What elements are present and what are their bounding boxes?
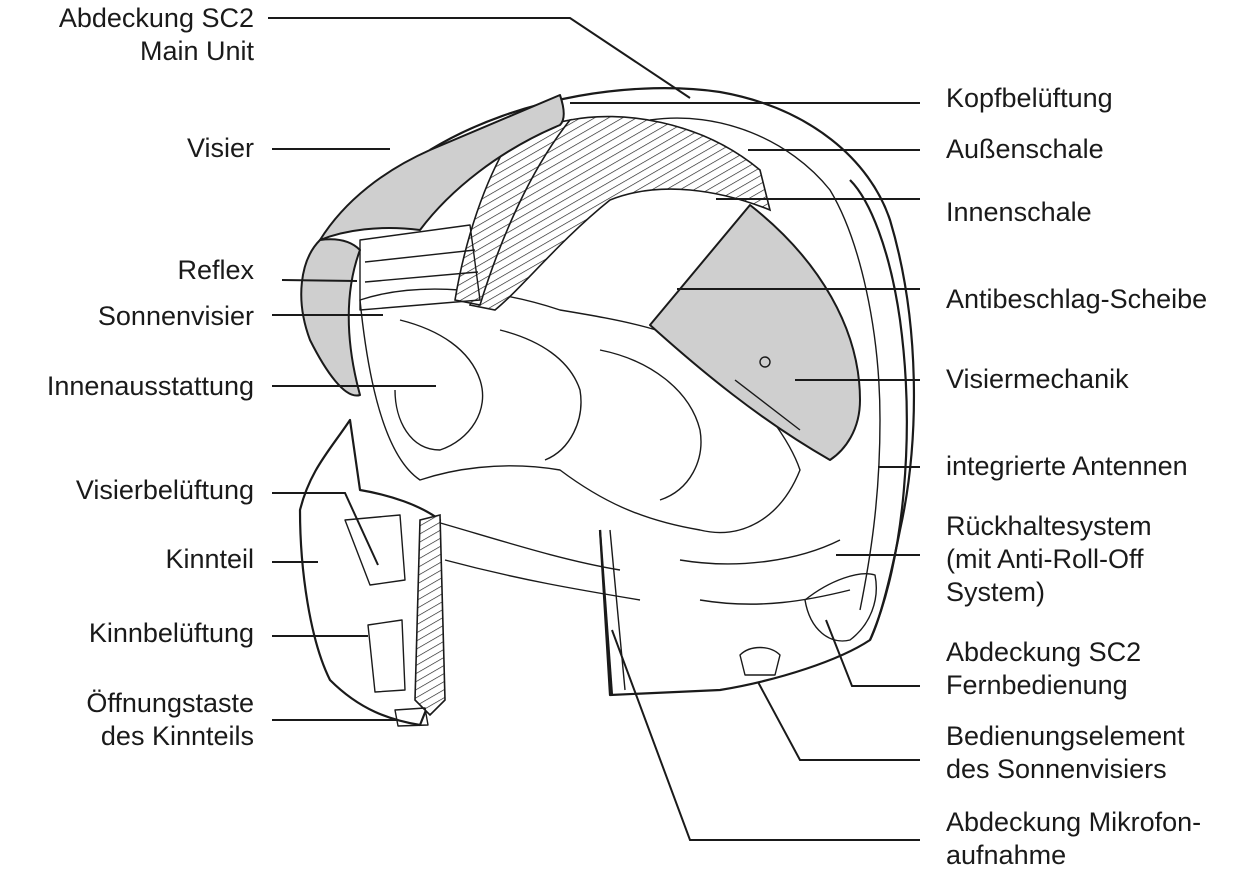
- label-abdeckung-mikrofonaufnahme: Abdeckung Mikrofon- aufnahme: [946, 806, 1201, 872]
- label-kinnteil: Kinnteil: [165, 543, 254, 576]
- padding-contour-3: [599, 349, 702, 501]
- label-line: Sonnenvisier: [97, 301, 254, 331]
- label-line: Visiermechanik: [946, 364, 1129, 394]
- label-line: Bedienungselement: [946, 721, 1185, 751]
- label-line: Abdeckung SC2: [58, 3, 254, 33]
- leader-abdeckung-mikrofonaufnahme: [611, 629, 920, 841]
- label-reflex: Reflex: [177, 254, 254, 287]
- label-line: Innenschale: [946, 197, 1092, 227]
- label-kinnbelueftung: Kinnbelüftung: [89, 617, 254, 650]
- padding-contour-6: [679, 539, 841, 565]
- label-line: Visierbelüftung: [75, 475, 254, 505]
- label-bedienungselement-sonnenvisier: Bedienungselement des Sonnenvisiers: [946, 720, 1185, 786]
- label-abdeckung-sc2-main-unit: Abdeckung SC2 Main Unit: [59, 2, 254, 68]
- leader-abdeckung-sc2-fernbedienung: [825, 619, 920, 687]
- label-visier: Visier: [187, 132, 254, 165]
- label-line: Kinnteil: [165, 544, 254, 574]
- outer-shell: [429, 87, 916, 697]
- sun-visor-control: [739, 646, 781, 676]
- leader-abdeckung-sc2-main-unit: [268, 17, 691, 99]
- label-line: Fernbedienung: [946, 670, 1128, 700]
- rear-cut-edge-2: [609, 529, 626, 691]
- chin-hatched: [414, 513, 446, 717]
- chin-vent: [367, 619, 406, 693]
- leader-visierbelueftung: [272, 492, 379, 566]
- label-line: Antibeschlag-Scheibe: [946, 284, 1208, 314]
- visor-shape: [319, 94, 565, 241]
- label-kopfbelueftung: Kopfbelüftung: [946, 82, 1113, 115]
- leader-lines-left: [268, 17, 691, 721]
- label-integrierte-antennen: integrierte Antennen: [946, 450, 1188, 483]
- label-line: Abdeckung SC2: [946, 637, 1142, 667]
- padding-contour-7: [699, 589, 851, 605]
- inner-opening: [359, 288, 801, 534]
- label-sonnenvisier: Sonnenvisier: [98, 300, 254, 333]
- label-line: des Kinnteils: [100, 721, 254, 751]
- leader-reflex: [281, 279, 358, 282]
- label-line: System): [946, 577, 1046, 607]
- label-line: Kopfbelüftung: [946, 83, 1113, 113]
- label-line: Kinnbelüftung: [88, 618, 254, 648]
- label-line: Visier: [186, 133, 254, 163]
- mechanism-text: [734, 379, 801, 431]
- label-line: aufnahme: [946, 840, 1067, 870]
- visor-front-lens: [300, 238, 361, 397]
- sun-visor-slats: [364, 249, 479, 283]
- shell-inner-edge: [649, 117, 881, 611]
- padding-contour-2: [499, 329, 582, 461]
- label-line: Reflex: [177, 255, 254, 285]
- padding-contour-1: [394, 319, 484, 451]
- label-innenausstattung: Innenausstattung: [47, 370, 254, 403]
- leader-lines-right: [570, 102, 920, 841]
- label-line: Innenausstattung: [46, 371, 254, 401]
- label-oeffnungstaste: Öffnungstaste des Kinnteils: [86, 687, 254, 753]
- padding-contour-4: [429, 519, 621, 571]
- label-line: Außenschale: [946, 134, 1104, 164]
- chin-guard: [298, 418, 442, 727]
- mechanism-screw: [759, 356, 771, 368]
- label-line: Rückhaltesystem: [946, 511, 1152, 541]
- label-line: Öffnungstaste: [86, 688, 254, 718]
- label-line: Abdeckung Mikrofon-: [946, 807, 1202, 837]
- padding-contour-5: [444, 559, 641, 601]
- label-visiermechanik: Visiermechanik: [946, 363, 1129, 396]
- sc2-remote-cover: [804, 573, 877, 642]
- label-rueckhaltesystem: Rückhaltesystem (mit Anti-Roll-Off Syste…: [946, 510, 1152, 609]
- rear-cut-edge: [598, 529, 614, 696]
- label-innenschale: Innenschale: [946, 196, 1092, 229]
- sun-visor-housing: [359, 224, 481, 311]
- label-line: Main Unit: [139, 36, 254, 66]
- label-aussenschale: Außenschale: [946, 133, 1104, 166]
- label-visierbelueftung: Visierbelüftung: [76, 474, 254, 507]
- label-antibeschlag-scheibe: Antibeschlag-Scheibe: [946, 283, 1207, 316]
- label-line: des Sonnenvisiers: [946, 754, 1167, 784]
- label-abdeckung-sc2-fernbedienung: Abdeckung SC2 Fernbedienung: [946, 636, 1141, 702]
- label-line: (mit Anti-Roll-Off: [946, 544, 1144, 574]
- outer-shell-back-edge: [849, 179, 908, 641]
- leader-bedienungselement-sonnenvisier: [757, 681, 920, 761]
- visor-vent: [344, 514, 406, 586]
- label-line: integrierte Antennen: [946, 451, 1188, 481]
- visor-mechanism-plate: [649, 204, 861, 461]
